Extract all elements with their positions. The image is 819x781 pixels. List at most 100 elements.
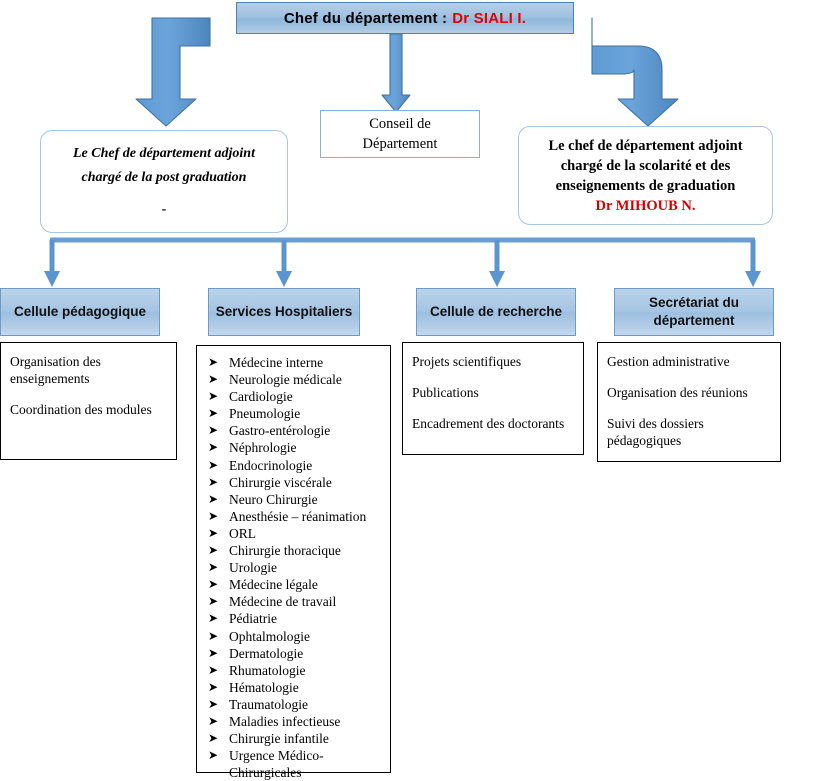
service-list-item: ➤ Traumatologie <box>207 696 382 713</box>
column-header-secretariat: Secrétariat du département <box>614 288 774 336</box>
column-header-cellule-pedagogique: Cellule pédagogique <box>0 288 160 336</box>
column-header-cellule-de-recherche: Cellule de recherche <box>416 288 576 336</box>
service-list-item-label: Rhumatologie <box>229 662 306 678</box>
arrow-bullet-icon: ➤ <box>208 645 219 660</box>
column-header-label-line-2: département <box>653 313 735 328</box>
service-list-item-label: Chirurgie thoracique <box>229 543 341 559</box>
service-list-item-label: Cardiologie <box>229 389 293 405</box>
arrow-bullet-icon: ➤ <box>208 679 219 694</box>
service-list-item-label: Endocrinologie <box>229 457 313 473</box>
deputy-head-postgraduate-box: Le Chef de département adjoint chargé de… <box>40 130 288 233</box>
content-line: Suivi des dossiers pédagogiques <box>607 416 704 448</box>
department-council-box: Conseil de Département <box>320 110 480 158</box>
service-list-item: ➤Chirurgie viscérale <box>207 474 382 491</box>
service-list-item-label: Traumatologie <box>229 696 308 712</box>
service-list-item-label: Neuro Chirurgie <box>229 491 318 507</box>
service-list-item: ➤ Médecine interne <box>207 354 382 371</box>
deputy-left-name: - <box>161 201 167 217</box>
service-list-item-label: Urologie <box>229 560 277 576</box>
content-line: Publications <box>412 385 479 400</box>
service-list-item-label: Médecine légale <box>229 577 318 593</box>
service-list-item: ➤ Néphrologie <box>207 439 382 456</box>
arrow-bullet-icon: ➤ <box>208 474 219 489</box>
arrow-to-left-deputy <box>135 17 211 127</box>
arrow-bullet-icon: ➤ <box>208 543 219 558</box>
bus-drop-arrows <box>44 240 761 287</box>
content-box-cellule-de-recherche: Projets scientifiques Publications Encad… <box>402 342 584 455</box>
column-header-label-line-1: Secrétariat du <box>648 295 740 310</box>
service-list-item: ➤Ophtalmologie <box>207 628 382 645</box>
arrow-bullet-icon: ➤ <box>208 713 219 728</box>
arrow-bullet-icon: ➤ <box>208 423 219 438</box>
service-list-item-label-continued: Chirurgicales <box>229 765 302 781</box>
service-list-item: ➤Gastro-entérologie <box>207 422 382 439</box>
service-list-item: ➤ Urologie <box>207 559 382 576</box>
arrow-bullet-icon: ➤ <box>208 355 219 369</box>
council-line-2: Département <box>362 136 438 152</box>
service-list-item: ➤ORL <box>207 525 382 542</box>
service-list-item: ➤Rhumatologie <box>207 662 382 679</box>
arrow-bullet-icon: ➤ <box>208 389 219 404</box>
content-line: Organisation des réunions <box>607 385 748 400</box>
service-list-item-label: Anesthésie – réanimation <box>229 508 367 524</box>
service-list-item: ➤ Cardiologie <box>207 388 382 405</box>
service-list-item: ➤Neurologie médicale <box>207 371 382 388</box>
service-list-item: ➤ Chirurgie thoracique <box>207 542 382 559</box>
content-line: Gestion administrative <box>607 354 730 369</box>
service-list-item-label: Pneumologie <box>229 406 301 422</box>
column-header-label: Services Hospitaliers <box>215 304 353 319</box>
arrow-bullet-icon: ➤ <box>208 696 219 711</box>
column-header-label: Cellule de recherche <box>429 304 563 319</box>
arrow-bullet-icon: ➤ <box>208 748 219 763</box>
deputy-right-line-2: chargé de la scolarité et des <box>560 157 731 174</box>
content-box-cellule-pedagogique: Organisation des enseignements Coordinat… <box>0 342 177 460</box>
arrow-bullet-icon: ➤ <box>208 491 219 506</box>
arrow-bullet-icon: ➤ <box>208 577 219 592</box>
service-list-item-label: Médecine interne <box>229 355 324 370</box>
service-list-item: ➤ Médecine de travail <box>207 593 382 610</box>
service-list-item-label: Médecine de travail <box>229 594 337 610</box>
service-list-item: ➤ Neuro Chirurgie <box>207 491 382 508</box>
content-line: Coordination des modules <box>10 402 152 417</box>
deputy-right-line-3: enseignements de graduation <box>555 177 736 194</box>
service-list-item: ➤ Maladies infectieuse <box>207 713 382 730</box>
department-head-name: Dr SIALI I. <box>452 9 527 27</box>
arrow-bullet-icon: ➤ <box>208 406 219 421</box>
arrow-bullet-icon: ➤ <box>208 508 219 523</box>
service-list-item: ➤Pédiatrie <box>207 610 382 627</box>
service-list-item-label: Chirurgie infantile <box>229 731 329 747</box>
arrow-bullet-icon: ➤ <box>208 594 219 609</box>
content-line: Encadrement des doctorants <box>412 416 565 431</box>
service-list-item: ➤ Pneumologie <box>207 405 382 422</box>
service-list-item-label: Pédiatrie <box>229 611 277 627</box>
service-list-item-label: Maladies infectieuse <box>229 713 341 729</box>
arrow-bullet-icon: ➤ <box>208 525 219 540</box>
service-list-item-label: Urgence Médico- <box>229 748 324 764</box>
arrow-to-right-deputy <box>591 17 679 127</box>
content-line: Projets scientifiques <box>412 354 522 369</box>
council-line-1: Conseil de <box>369 116 431 132</box>
service-list-item-label: Hématologie <box>229 679 299 695</box>
service-list-item: ➤ Dermatologie <box>207 645 382 662</box>
service-list-item: ➤ Chirurgie infantile <box>207 730 382 747</box>
arrow-bullet-icon: ➤ <box>208 560 219 575</box>
service-list-item: ➤ Endocrinologie <box>207 457 382 474</box>
service-list-item: ➤ Urgence Médico-Chirurgicales <box>207 747 382 781</box>
deputy-head-graduation-box: Le chef de département adjoint chargé de… <box>518 126 773 225</box>
arrow-bullet-icon: ➤ <box>208 731 219 746</box>
service-list-item: ➤ Hématologie <box>207 679 382 696</box>
department-head-box: Chef du département : Dr SIALI I. <box>236 2 574 34</box>
deputy-left-line-1: Le Chef de département adjoint <box>73 145 255 161</box>
arrow-bullet-icon: ➤ <box>208 457 219 472</box>
arrow-bullet-icon: ➤ <box>208 372 219 387</box>
arrow-to-council <box>381 33 411 113</box>
arrow-bullet-icon: ➤ <box>208 440 219 455</box>
service-list-item: ➤ Médecine légale <box>207 576 382 593</box>
service-list-item-label: Dermatologie <box>229 645 304 661</box>
deputy-left-line-2: chargé de la post graduation <box>81 169 247 185</box>
services-list: ➤Médecine interne➤Neurologie médicale➤Ca… <box>207 354 382 781</box>
column-header-label: Secrétariat du département <box>649 294 739 330</box>
service-list-item: ➤ Anesthésie – réanimation <box>207 508 382 525</box>
service-list-item-label: Néphrologie <box>229 440 297 456</box>
